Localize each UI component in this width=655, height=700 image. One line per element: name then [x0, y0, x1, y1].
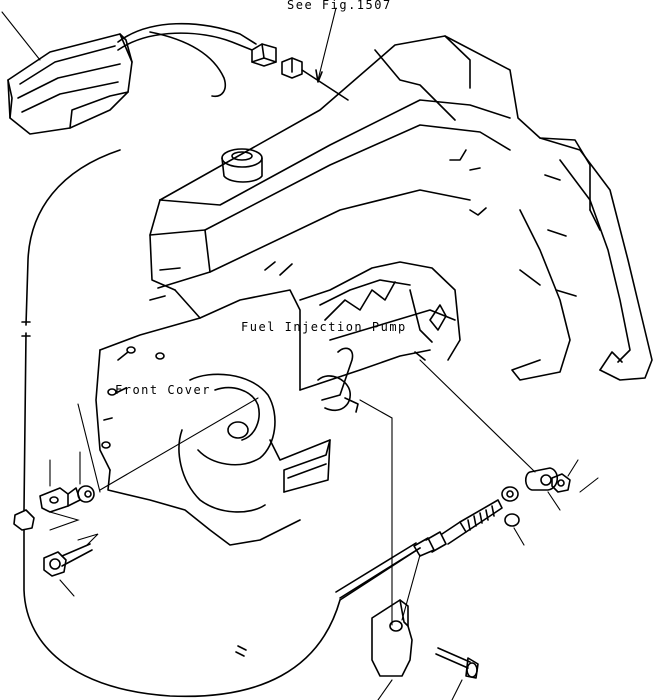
nut-small [504, 513, 520, 527]
control-cable [335, 499, 503, 599]
bolt-leader [451, 679, 463, 700]
sensor-wire [301, 69, 349, 101]
small-nut-leader [513, 527, 525, 546]
harness-connector [251, 43, 303, 79]
bolt-left-leader [59, 579, 75, 597]
bolt-bottom [435, 647, 479, 679]
harness-wire [117, 22, 257, 45]
front-cover-label: Front Cover [115, 383, 211, 397]
nut-leader-2 [579, 477, 599, 493]
cable-loop [149, 31, 227, 98]
joint-leader [547, 491, 561, 511]
washer-right [501, 486, 519, 502]
collar-left [77, 485, 95, 503]
clamp-left [39, 487, 81, 513]
ball-joint [524, 467, 559, 491]
cable-break-mark-2 [235, 645, 247, 657]
arrow-head [315, 69, 323, 83]
controller-box [7, 33, 133, 135]
cable-leader [401, 554, 421, 621]
front-cover-leader [99, 397, 259, 491]
see-fig-label: See Fig.1507 [287, 0, 392, 12]
pump-leader-vert [359, 399, 393, 626]
cable-upper [25, 149, 121, 326]
nut-leader [567, 459, 579, 477]
controller-leader-line [1, 11, 41, 61]
lever-leader [419, 359, 536, 473]
cable-clip [13, 509, 35, 531]
nut-right [551, 473, 571, 493]
mounting-bracket [371, 599, 413, 677]
bolt-left [43, 543, 93, 577]
pump-lever [429, 304, 447, 331]
cable-lower [23, 529, 341, 698]
engine-block [95, 35, 653, 546]
cable-break-mark [21, 321, 31, 337]
see-fig-leader [317, 7, 337, 81]
clamp-leader-2 [49, 511, 80, 531]
bracket-leader [377, 679, 393, 700]
fuel-injection-pump-label: Fuel Injection Pump [241, 320, 407, 334]
